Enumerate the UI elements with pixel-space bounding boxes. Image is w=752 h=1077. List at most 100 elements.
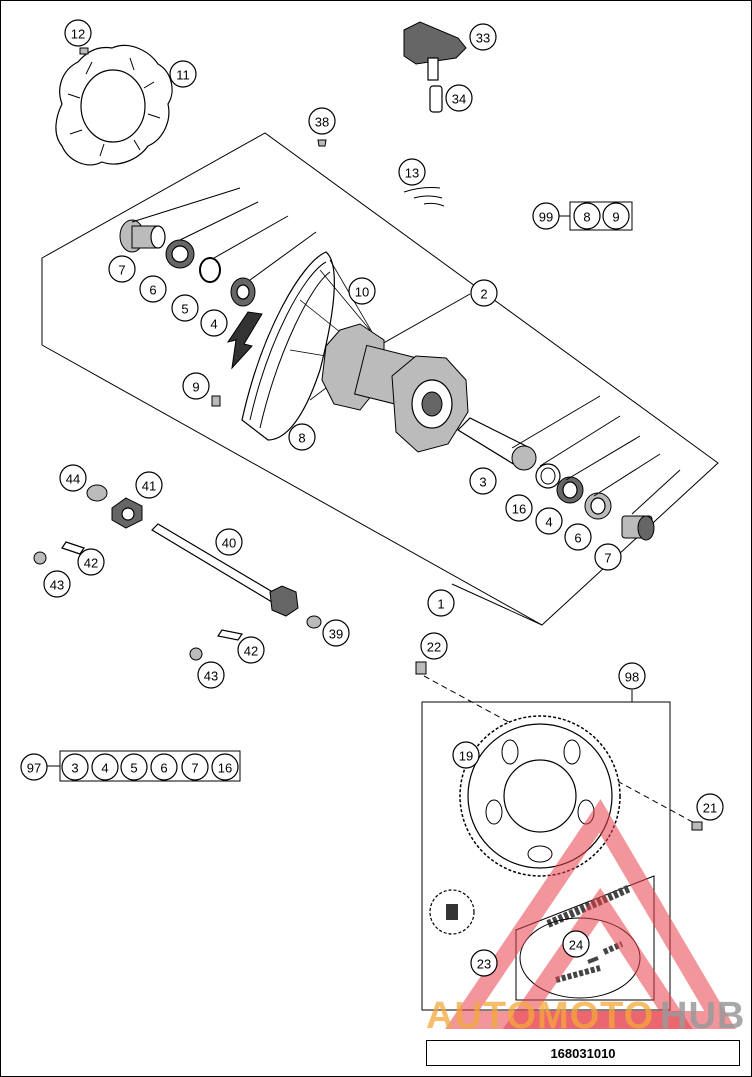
callout-3: 3 bbox=[61, 753, 89, 781]
callout-circle bbox=[322, 619, 350, 647]
callout-label: 43 bbox=[204, 669, 218, 684]
right-spacer-7 bbox=[621, 515, 655, 541]
callout-44: 44 bbox=[59, 464, 87, 492]
circlip-5 bbox=[199, 257, 221, 283]
callout-24: 24 bbox=[562, 930, 590, 958]
callout-circle bbox=[445, 84, 473, 112]
callout-label: 4 bbox=[101, 761, 108, 776]
diagram-code: 168031010 bbox=[426, 1040, 740, 1066]
callout-label: 19 bbox=[459, 749, 473, 764]
bolt-22 bbox=[415, 661, 427, 675]
right-seal-16 bbox=[535, 463, 561, 489]
callout-label: 2 bbox=[480, 287, 487, 302]
callout-circle bbox=[427, 589, 455, 617]
callout-22: 22 bbox=[420, 632, 448, 660]
callout-1: 1 bbox=[427, 589, 455, 617]
callout-3: 3 bbox=[469, 467, 497, 495]
callout-label: 13 bbox=[405, 166, 419, 181]
callout-circle bbox=[535, 507, 563, 535]
callout-label: 16 bbox=[218, 761, 232, 776]
callout-label: 43 bbox=[50, 578, 64, 593]
callout-label: 7 bbox=[604, 551, 611, 566]
callout-circle bbox=[182, 372, 210, 400]
callout-label: 44 bbox=[66, 472, 80, 487]
callout-label: 7 bbox=[191, 761, 198, 776]
callout-label: 12 bbox=[71, 27, 85, 42]
callout-label: 9 bbox=[612, 210, 619, 225]
callout-label: 4 bbox=[545, 515, 552, 530]
callout-6: 6 bbox=[564, 523, 592, 551]
callout-5: 5 bbox=[171, 294, 199, 322]
nut-44 bbox=[86, 484, 108, 502]
callout-circle bbox=[308, 107, 336, 135]
spacer-3 bbox=[457, 417, 537, 471]
callout-label: 22 bbox=[427, 640, 441, 655]
callout-label: 41 bbox=[142, 479, 156, 494]
callout-label: 39 bbox=[329, 627, 343, 642]
nut-43-right bbox=[189, 647, 203, 661]
rear-sprocket bbox=[459, 715, 621, 877]
bolt-42-left bbox=[61, 541, 85, 555]
callout-label: 1 bbox=[437, 597, 444, 612]
callout-label: 3 bbox=[479, 475, 486, 490]
callout-circle bbox=[150, 753, 178, 781]
rim bbox=[241, 251, 335, 441]
callout-circle bbox=[169, 60, 197, 88]
callout-label: 99 bbox=[539, 210, 553, 225]
callout-circle bbox=[348, 277, 376, 305]
callout-circle bbox=[108, 255, 136, 283]
callout-circle bbox=[594, 543, 622, 571]
callout-label: 40 bbox=[222, 536, 236, 551]
callout-circle bbox=[139, 275, 167, 303]
callout-97: 97 bbox=[20, 753, 48, 781]
callout-label: 23 bbox=[477, 957, 491, 972]
callout-label: 21 bbox=[703, 801, 717, 816]
direction-arrow-icon bbox=[226, 311, 263, 370]
callout-circle bbox=[237, 636, 265, 664]
callout-circle bbox=[564, 523, 592, 551]
callout-label: 24 bbox=[569, 938, 583, 953]
callout-circle bbox=[532, 202, 560, 230]
callout-label: 6 bbox=[149, 283, 156, 298]
bolt-12 bbox=[79, 47, 89, 55]
callout-7: 7 bbox=[594, 543, 622, 571]
callout-8: 8 bbox=[288, 423, 316, 451]
callout-label: 98 bbox=[625, 670, 639, 685]
callout-label: 4 bbox=[210, 317, 217, 332]
callout-9: 9 bbox=[182, 372, 210, 400]
callout-label: 7 bbox=[118, 263, 125, 278]
callout-2: 2 bbox=[470, 279, 498, 307]
part-38 bbox=[317, 139, 327, 147]
callout-43: 43 bbox=[43, 570, 71, 598]
callout-13: 13 bbox=[398, 158, 426, 186]
callout-label: 6 bbox=[574, 531, 581, 546]
callout-19: 19 bbox=[452, 741, 480, 769]
callout-4: 4 bbox=[91, 753, 119, 781]
callout-circle bbox=[171, 294, 199, 322]
axle-40 bbox=[151, 523, 299, 617]
callout-label: 6 bbox=[160, 761, 167, 776]
left-bearing-4 bbox=[230, 277, 256, 307]
callout-7: 7 bbox=[108, 255, 136, 283]
callout-9: 9 bbox=[602, 202, 630, 230]
callout-circle bbox=[197, 661, 225, 689]
chain-adjuster-41 bbox=[111, 497, 143, 529]
callout-42: 42 bbox=[237, 636, 265, 664]
callout-99: 99 bbox=[532, 202, 560, 230]
callout-label: 34 bbox=[452, 92, 466, 107]
callout-circle bbox=[602, 202, 630, 230]
callout-circle bbox=[469, 467, 497, 495]
callout-circle bbox=[211, 753, 239, 781]
callout-38: 38 bbox=[308, 107, 336, 135]
callout-43: 43 bbox=[197, 661, 225, 689]
right-seal-6 bbox=[584, 492, 612, 520]
callout-98: 98 bbox=[618, 662, 646, 690]
callout-circle bbox=[696, 793, 724, 821]
watermark-suffix: HUB bbox=[660, 995, 745, 1037]
callout-circle bbox=[215, 528, 243, 556]
callout-circle bbox=[470, 949, 498, 977]
callout-label: 8 bbox=[298, 431, 305, 446]
nut-21 bbox=[691, 821, 703, 831]
callout-circle bbox=[200, 309, 228, 337]
